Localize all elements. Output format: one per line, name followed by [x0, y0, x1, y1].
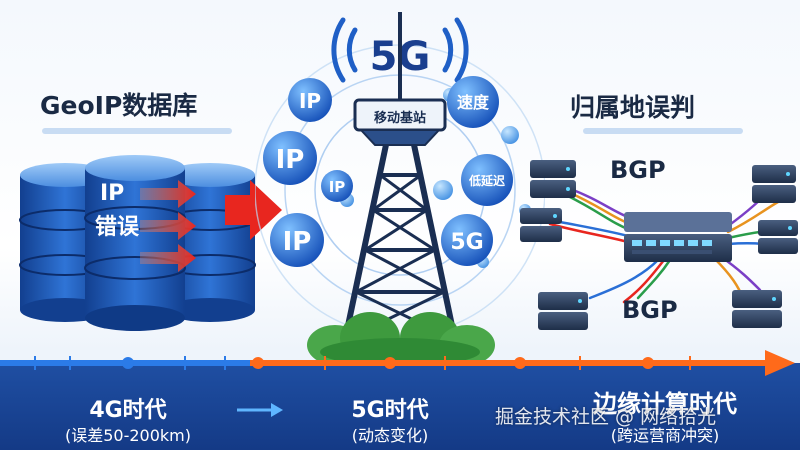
svg-text:IP: IP — [283, 227, 312, 257]
server-node — [538, 292, 588, 330]
bgp-network-illustration: BGP BGP — [520, 156, 798, 330]
bubble-low-latency: 低延迟 — [461, 154, 513, 206]
bubble-ip-1: IP — [288, 78, 332, 122]
server-node — [520, 208, 562, 242]
svg-text:IP: IP — [329, 178, 346, 196]
timeline-node-4g — [122, 357, 134, 369]
bgp-label-bottom: BGP — [622, 296, 678, 324]
bgp-router — [624, 212, 732, 262]
bubble-ip-4: IP — [270, 213, 324, 267]
svg-text:IP: IP — [299, 89, 321, 113]
bubble-ip-3: IP — [321, 170, 353, 202]
svg-text:低延迟: 低延迟 — [468, 173, 505, 188]
big-red-arrow — [225, 180, 282, 240]
server-node — [530, 160, 576, 198]
era-4g-subtitle: (误差50-200km) — [64, 426, 191, 445]
title-underline-right — [583, 128, 743, 134]
timeline-axis — [0, 350, 795, 376]
timeline-band — [0, 363, 800, 450]
tower-head — [353, 98, 447, 146]
db-ip-label: IP — [100, 181, 124, 206]
bubble-speed: 速度 — [447, 76, 499, 128]
timeline-ticks — [34, 356, 691, 370]
era-5g-subtitle: (动态变化) — [351, 426, 429, 445]
era-edge-title: 边缘计算时代 — [593, 390, 737, 418]
era-5g-title: 5G时代 — [351, 398, 429, 423]
era-edge-subtitle: (跨运营商冲突) — [610, 426, 720, 445]
tower-illustration: 5G 移动基站 — [255, 12, 545, 365]
misjudgment-title: 归属地误判 — [570, 93, 696, 122]
wireless-signal-icon — [331, 17, 469, 83]
svg-text:5G: 5G — [450, 230, 483, 255]
cell-tower — [342, 139, 458, 342]
title-underline-left — [42, 128, 232, 134]
geoip-title: GeoIP数据库 — [40, 91, 198, 120]
green-bushes — [307, 312, 495, 365]
svg-text:IP: IP — [276, 145, 305, 175]
server-node — [732, 290, 782, 328]
db-error-label: 错误 — [95, 214, 140, 240]
database-illustration: IP 错误 — [19, 155, 282, 331]
timeline-node-edge-2 — [642, 357, 654, 369]
bgp-label-top: BGP — [610, 156, 666, 184]
tower-label: 移动基站 — [374, 110, 426, 126]
bubble-ip-2: IP — [263, 131, 317, 185]
svg-text:速度: 速度 — [457, 93, 490, 112]
timeline-node-5g — [384, 357, 396, 369]
era-4g-title: 4G时代 — [89, 398, 167, 423]
bubble-5g: 5G — [441, 214, 493, 266]
server-node — [752, 165, 796, 203]
watermark: 掘金技术社区 @ 网络拾光 — [495, 406, 717, 428]
timeline-node-edge — [514, 357, 526, 369]
era-arrow-icon — [237, 403, 283, 417]
timeline-node-transition — [252, 357, 264, 369]
server-node — [758, 220, 798, 254]
error-arrows — [140, 180, 196, 272]
